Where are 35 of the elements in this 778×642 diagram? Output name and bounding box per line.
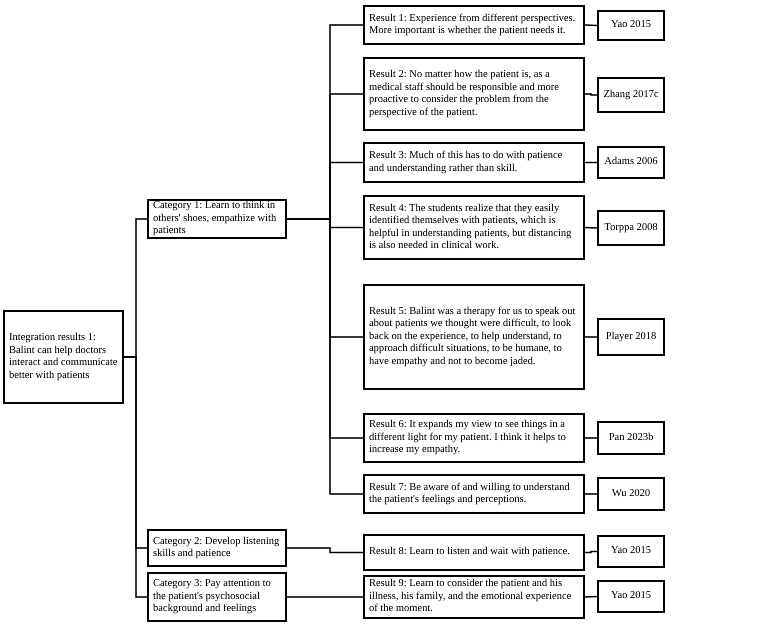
connector-line [585, 437, 597, 439]
result-box: Result 4: The students realize that they easily identified themselves with patients, which is helpful in understanding patients, but distancing is also needed in clinical work. [363, 195, 585, 260]
category-box: Category 3: Pay attention to the patient's psychosocial background and feelings [147, 572, 287, 622]
category-box: Category 2: Develop listening skills and patience [147, 529, 287, 567]
result-box: Result 9: Learn to consider the patient and his illness, his family, and the emotional experience of the moment. [363, 575, 585, 619]
connector-line [584, 24, 598, 26]
result-box: Result 5: Balint was a therapy for us to speak out about patients we thought were difficult, to look back on the experience, to help understand, to approach difficult situations, to be humane, to have empathy and not to become jaded. [363, 284, 585, 390]
result-box: Result 3: Much of this has to do with patience and understanding rather than skill. [363, 142, 585, 183]
connector-line [585, 162, 597, 164]
connector-line [287, 218, 363, 495]
reference-box: Adams 2006 [597, 146, 665, 179]
reference-box: Zhang 2017c [597, 77, 665, 113]
result-box: Result 8: Learn to listen and wait with patience. [363, 534, 585, 571]
result-box: Result 2: No matter how the patient is, as a medical staff should be responsible and more proactive to consider the problem from the perspective of the patient. [363, 57, 585, 131]
connector-line [287, 596, 363, 598]
reference-box: Yao 2015 [597, 580, 665, 613]
connector-line [584, 596, 598, 598]
connector-line [584, 226, 598, 229]
reference-box: Yao 2015 [597, 535, 665, 568]
result-box: Result 7: Be aware of and willing to understand the patient's feelings and perceptions. [363, 474, 585, 514]
reference-box: Torppa 2008 [597, 210, 665, 246]
connector-line [585, 93, 597, 96]
reference-box: Player 2018 [597, 318, 665, 356]
reference-box: Pan 2023b [597, 421, 665, 455]
result-box: Result 6: It expands my view to see things in a different light for my patient. I think it helps to increase my empathy. [363, 413, 585, 463]
category-box: Category 1: Learn to think in others' shoes, empathize with patients [147, 199, 287, 239]
connector-line [287, 547, 363, 554]
connector-line [585, 550, 597, 554]
connector-line [124, 356, 147, 598]
reference-box: Yao 2015 [597, 10, 665, 41]
reference-box: Wu 2020 [597, 477, 665, 511]
connector-line [585, 336, 597, 338]
summary-box: Integration results 1: Balint can help doctors interact and communicate better with patients [3, 310, 124, 404]
connector-line [585, 493, 597, 495]
result-box: Result 1: Experience from different perspectives. More important is whether the patient needs it. [363, 5, 585, 45]
